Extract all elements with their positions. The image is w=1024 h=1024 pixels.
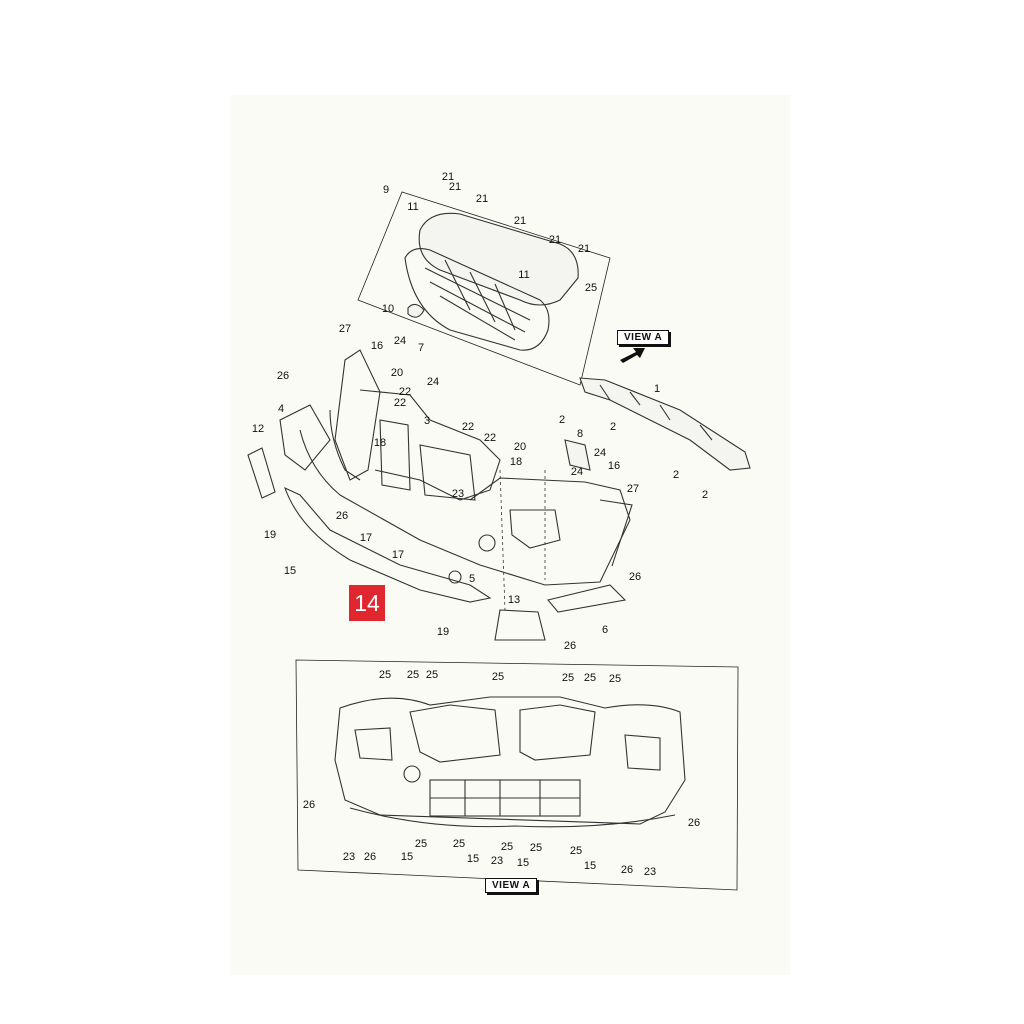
lower-callout-25: 25 (530, 842, 542, 854)
bracket-8-part (564, 439, 591, 471)
upper-callout-24: 24 (571, 466, 583, 478)
lower-callout-25: 25 (426, 669, 438, 681)
reinforcement-member-part (579, 377, 751, 471)
upper-callout-17: 17 (360, 532, 372, 544)
lower-callout-25: 25 (415, 838, 427, 850)
upper-callout-18: 18 (510, 456, 522, 468)
upper-callout-4: 4 (278, 403, 284, 415)
upper-callout-16: 16 (608, 460, 620, 472)
lower-callout-15: 15 (401, 851, 413, 863)
part-14-highlight-badge: 14 (349, 585, 385, 621)
lower-callout-25: 25 (584, 672, 596, 684)
upper-callout-26: 26 (336, 510, 348, 522)
upper-callout-2: 2 (559, 414, 565, 426)
upper-callout-19: 19 (437, 626, 449, 638)
lower-callout-15: 15 (517, 857, 529, 869)
upper-callout-20: 20 (514, 441, 526, 453)
upper-callout-22: 22 (462, 421, 474, 433)
upper-callout-3: 3 (424, 415, 430, 427)
bumper-frame-part (329, 349, 501, 501)
upper-callout-24: 24 (394, 335, 406, 347)
upper-callout-21: 21 (578, 243, 590, 255)
side-bracket-right-part (547, 584, 627, 613)
upper-callout-22: 22 (399, 386, 411, 398)
upper-callout-24: 24 (427, 376, 439, 388)
upper-callout-26: 26 (277, 370, 289, 382)
view-a-frame (295, 659, 739, 891)
tow-cover-part (448, 570, 462, 584)
lower-callout-23: 23 (343, 851, 355, 863)
upper-callout-25: 25 (585, 282, 597, 294)
lower-callout-15: 15 (584, 860, 596, 872)
upper-callout-21: 21 (476, 193, 488, 205)
lower-callout-26: 26 (303, 799, 315, 811)
upper-callout-2: 2 (673, 469, 679, 481)
upper-callout-11: 11 (407, 201, 418, 213)
upper-callout-20: 20 (391, 367, 403, 379)
upper-callout-26: 26 (629, 571, 641, 583)
lower-callout-25: 25 (501, 841, 513, 853)
upper-callout-17: 17 (392, 549, 404, 561)
fog-cover-left-part (247, 447, 276, 499)
upper-callout-22: 22 (484, 432, 496, 444)
view-a-tag-top: VIEW A (617, 330, 670, 345)
upper-callout-2: 2 (702, 489, 708, 501)
upper-callout-1: 1 (654, 383, 660, 395)
upper-callout-2: 2 (610, 421, 616, 433)
upper-callout-12: 12 (252, 423, 264, 435)
view-a-tag-bottom: VIEW A (485, 878, 538, 893)
upper-callout-7: 7 (418, 342, 424, 354)
radiator-grille-part (404, 212, 579, 351)
upper-callout-16: 16 (371, 340, 383, 352)
upper-callout-24: 24 (594, 447, 606, 459)
lower-callout-26: 26 (688, 817, 700, 829)
upper-callout-21: 21 (514, 215, 526, 227)
upper-callout-23: 23 (452, 488, 464, 500)
upper-callout-27: 27 (627, 483, 639, 495)
upper-callout-10: 10 (382, 303, 394, 315)
lower-callout-15: 15 (467, 853, 479, 865)
lower-callout-25: 25 (609, 673, 621, 685)
front-bumper-fascia-part (299, 429, 633, 586)
lower-callout-25: 25 (407, 669, 419, 681)
lower-callout-25: 25 (562, 672, 574, 684)
upper-callout-11: 11 (518, 269, 529, 281)
fog-bezel-part (494, 609, 546, 641)
upper-callout-22: 22 (394, 397, 406, 409)
lower-callout-23: 23 (491, 855, 503, 867)
lower-callout-25: 25 (453, 838, 465, 850)
lower-callout-25: 25 (570, 845, 582, 857)
emblem-part (407, 303, 425, 318)
upper-callout-8: 8 (577, 428, 583, 440)
view-a-bumper-part (334, 696, 686, 828)
grille-callout-box (357, 191, 611, 386)
upper-callout-13: 13 (508, 594, 520, 606)
upper-callout-26: 26 (564, 640, 576, 652)
lower-callout-25: 25 (379, 669, 391, 681)
upper-callout-19: 19 (264, 529, 276, 541)
upper-callout-9: 9 (383, 184, 389, 196)
lower-spoiler-part (284, 486, 492, 603)
upper-callout-27: 27 (339, 323, 351, 335)
lower-callout-26: 26 (364, 851, 376, 863)
lower-callout-25: 25 (492, 671, 504, 683)
upper-callout-18: 18 (374, 437, 386, 449)
side-bracket-left-part (279, 404, 331, 471)
upper-callout-6: 6 (602, 624, 608, 636)
view-arrow-icon (620, 348, 645, 363)
upper-callout-5: 5 (469, 573, 475, 585)
upper-callout-21: 21 (549, 234, 561, 246)
upper-callout-21: 21 (442, 171, 454, 183)
lower-callout-26: 26 (621, 864, 633, 876)
upper-callout-21: 21 (449, 181, 461, 193)
lower-callout-23: 23 (644, 866, 656, 878)
upper-callout-15: 15 (284, 565, 296, 577)
